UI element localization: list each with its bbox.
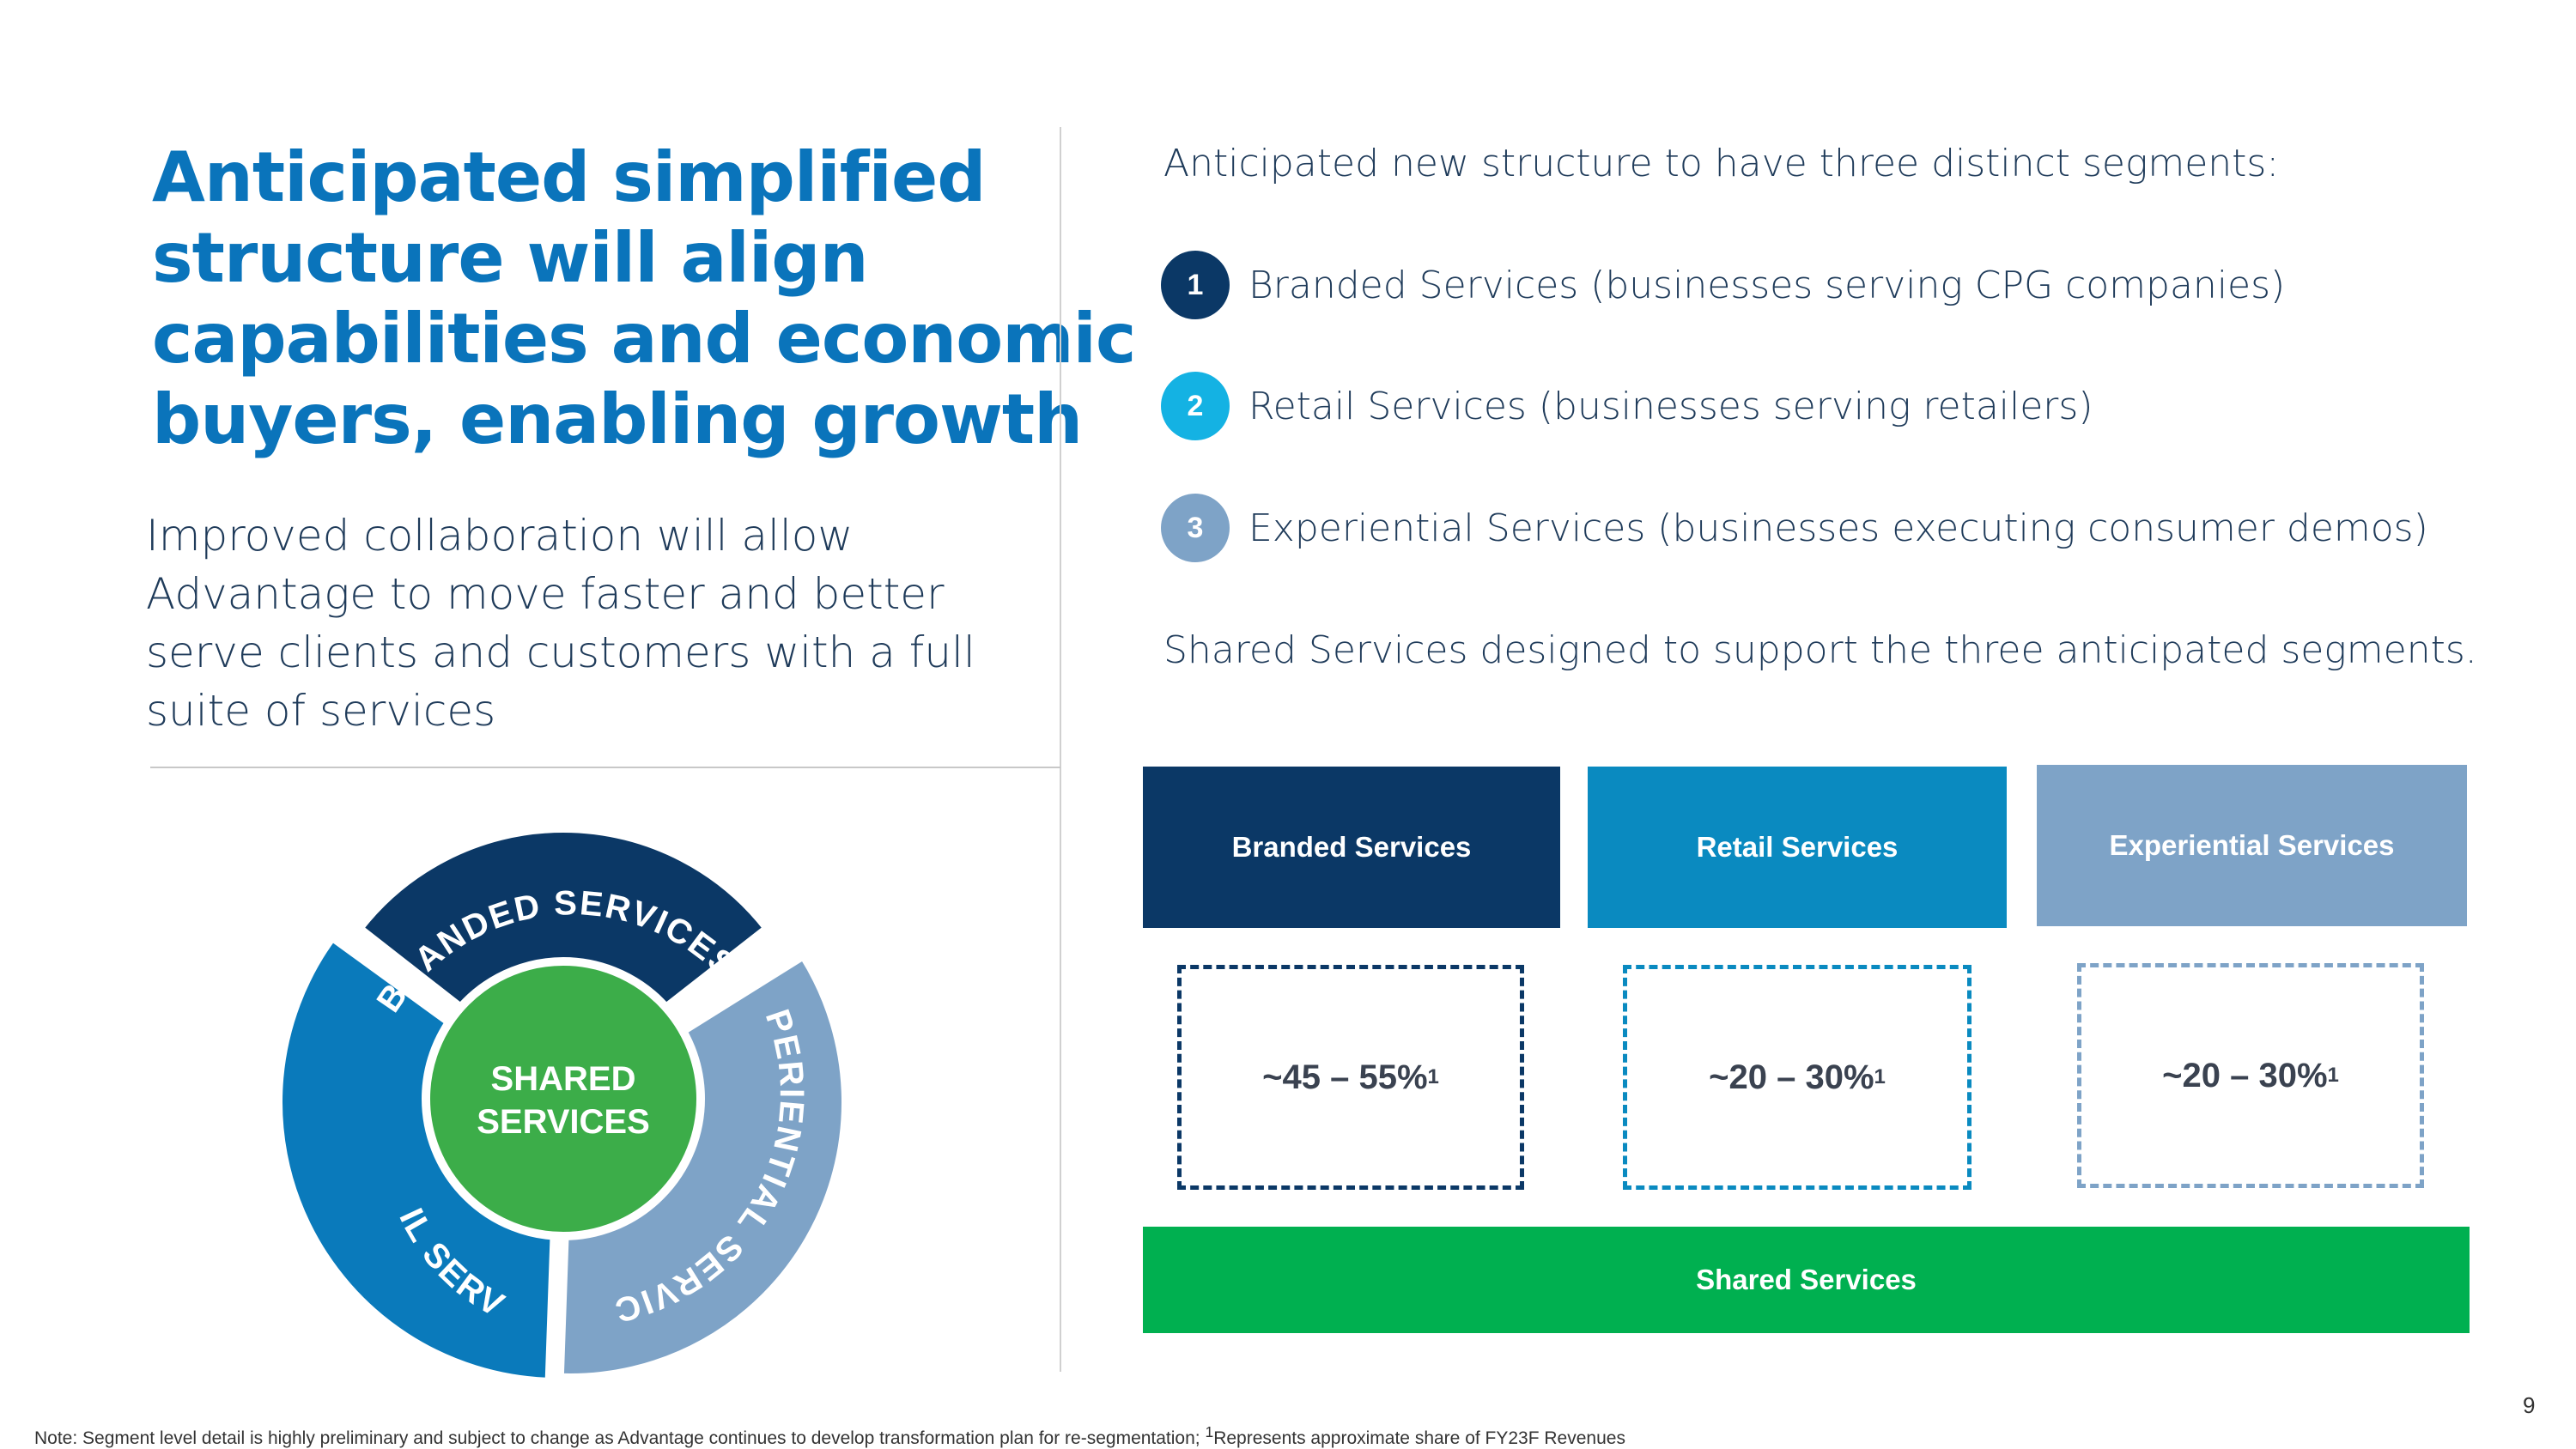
segment-wheel: BRANDED SERVICES EXPERIENTIAL SERVICES R… — [275, 790, 848, 1385]
share-box-experiential: ~20 – 30%1 — [2077, 963, 2424, 1188]
title-line: Anticipated simplified — [152, 137, 987, 217]
subtitle-line: Improved collaboration will allow — [146, 511, 854, 561]
column-header-retail: Retail Services — [1588, 767, 2007, 928]
segment-item: 3 Experiential Services (businesses exec… — [1161, 494, 2428, 562]
subtitle-line: suite of services — [146, 686, 496, 736]
footnote-text: Note: Segment level detail is highly pre… — [34, 1428, 1206, 1448]
share-footnote-marker: 1 — [1427, 1065, 1439, 1088]
footnote-text-end: Represents approximate share of FY23F Re… — [1213, 1428, 1625, 1448]
column-header-experiential: Experiential Services — [2037, 765, 2467, 926]
vertical-divider — [1060, 127, 1061, 1372]
wheel-center — [422, 957, 705, 1240]
segment-number-badge: 3 — [1161, 494, 1230, 562]
share-value: ~45 – 55% — [1262, 1058, 1428, 1096]
segment-text: Experiential Services (businesses execut… — [1249, 506, 2428, 550]
title-line: structure will align — [152, 218, 869, 298]
segment-item: 1 Branded Services (businesses serving C… — [1161, 251, 2285, 319]
share-value: ~20 – 30% — [2162, 1056, 2328, 1094]
segment-number-badge: 1 — [1161, 251, 1230, 319]
share-footnote-marker: 1 — [2327, 1064, 2339, 1087]
subtitle-line: Advantage to move faster and better — [146, 569, 945, 619]
subtitle-line: serve clients and customers with a full — [146, 627, 975, 677]
title-line: capabilities and economic — [152, 299, 1136, 379]
column-header-branded: Branded Services — [1143, 767, 1560, 928]
wheel-segment-experiential — [556, 951, 848, 1380]
title-line: buyers, enabling growth — [152, 379, 1083, 459]
page-title: Anticipated simplified structure will al… — [152, 137, 1136, 460]
shared-services-bar: Shared Services — [1143, 1227, 2470, 1333]
footnote: Note: Segment level detail is highly pre… — [34, 1423, 1625, 1449]
segment-number-badge: 2 — [1161, 372, 1230, 440]
subtitle: Improved collaboration will allow Advant… — [146, 506, 975, 740]
footnote-marker: 1 — [1205, 1423, 1214, 1440]
page-number: 9 — [2523, 1392, 2536, 1418]
wheel-center-label-line1: SHARED — [491, 1060, 636, 1098]
wheel-segment-retail — [276, 933, 562, 1385]
share-box-retail: ~20 – 30%1 — [1623, 965, 1971, 1190]
wheel-center-label-line2: SERVICES — [477, 1103, 650, 1141]
share-box-branded: ~45 – 55%1 — [1177, 965, 1524, 1190]
shared-services-note: Shared Services designed to support the … — [1163, 628, 2477, 672]
segment-text: Retail Services (businesses serving reta… — [1249, 384, 2093, 428]
horizontal-divider — [150, 767, 1060, 768]
segments-intro: Anticipated new structure to have three … — [1163, 142, 2280, 185]
share-footnote-marker: 1 — [1874, 1065, 1886, 1088]
segment-text: Branded Services (businesses serving CPG… — [1249, 263, 2286, 307]
segment-item: 2 Retail Services (businesses serving re… — [1161, 372, 2093, 440]
share-value: ~20 – 30% — [1709, 1058, 1874, 1096]
